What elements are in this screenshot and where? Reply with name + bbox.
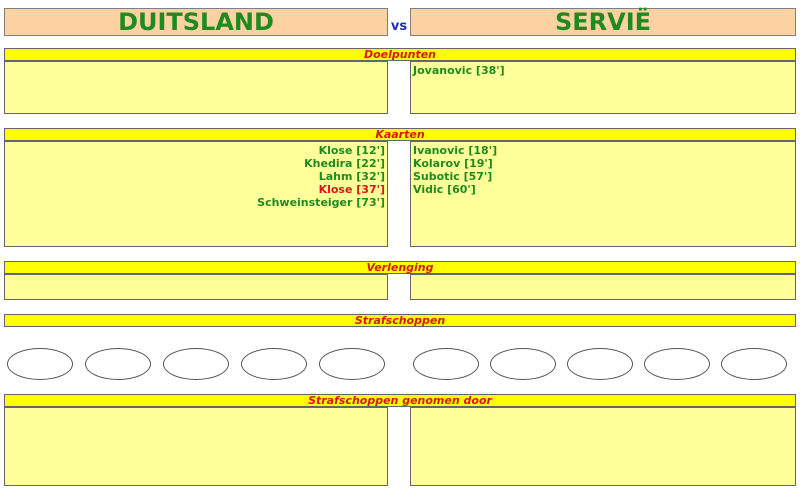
event-entry: Klose [37'] <box>318 183 385 196</box>
home-goals-panel <box>4 61 388 114</box>
event-entry: Jovanovic [38'] <box>413 64 505 77</box>
penalty-slot <box>85 348 151 380</box>
penalty-slot <box>319 348 385 380</box>
event-entry: Khedira [22'] <box>304 157 385 170</box>
penalties-section-header: Strafschoppen <box>4 314 796 327</box>
penalty-slot <box>567 348 633 380</box>
event-entry: Schweinsteiger [73'] <box>257 196 385 209</box>
away-cards-panel: Ivanovic [18']Kolarov [19']Subotic [57']… <box>410 141 796 247</box>
home-team-name: DUITSLAND <box>4 8 388 36</box>
away-penalty-takers-panel <box>410 407 796 486</box>
event-entry: Vidic [60'] <box>413 183 476 196</box>
penalty-takers-section-header: Strafschoppen genomen door <box>4 394 796 407</box>
event-entry: Klose [12'] <box>318 144 385 157</box>
penalty-slot <box>644 348 710 380</box>
goals-section-header: Doelpunten <box>4 48 796 61</box>
home-penalty-takers-panel <box>4 407 388 486</box>
penalty-slot <box>163 348 229 380</box>
extra-time-section-header: Verlenging <box>4 261 796 274</box>
penalty-slot <box>7 348 73 380</box>
event-entry: Ivanovic [18'] <box>413 144 498 157</box>
away-team-name: SERVIË <box>410 8 796 36</box>
home-extra-time-panel <box>4 274 388 300</box>
away-goals-panel: Jovanovic [38'] <box>410 61 796 114</box>
home-cards-panel: Klose [12']Khedira [22']Lahm [32']Klose … <box>4 141 388 247</box>
away-extra-time-panel <box>410 274 796 300</box>
cards-section-header: Kaarten <box>4 128 796 141</box>
penalty-slot <box>241 348 307 380</box>
event-entry: Lahm [32'] <box>318 170 385 183</box>
event-entry: Kolarov [19'] <box>413 157 493 170</box>
penalty-slot <box>413 348 479 380</box>
penalty-slot <box>721 348 787 380</box>
event-entry: Subotic [57'] <box>413 170 493 183</box>
versus-label: vs <box>390 19 408 34</box>
penalty-slot <box>490 348 556 380</box>
